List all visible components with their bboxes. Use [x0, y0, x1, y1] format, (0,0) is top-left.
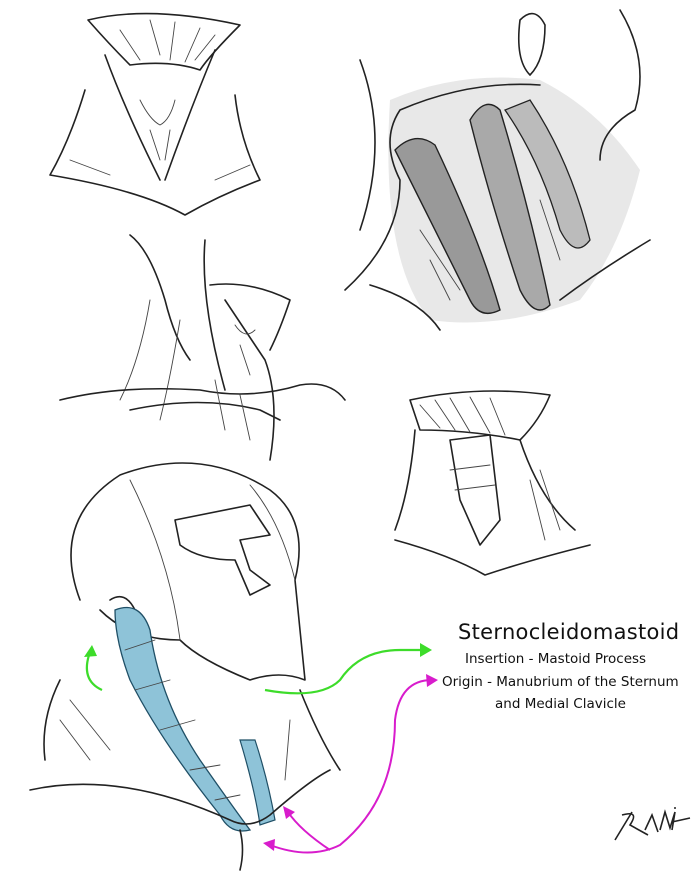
sketch-neck-side-shaded — [344, 9, 651, 331]
scm-muscle-highlight — [114, 606, 252, 832]
insertion-label: Insertion - Mastoid Process — [465, 651, 647, 667]
origin-arrow — [263, 674, 438, 854]
muscle-title: Sternocleidomastoid — [458, 620, 680, 644]
insertion-arrow — [84, 643, 432, 695]
origin-label: Origin - Manubrium of the Sternum — [442, 674, 679, 690]
sketch-neck-turned — [59, 234, 346, 461]
artist-signature — [614, 807, 691, 841]
sketch-neck-looking-up — [394, 390, 591, 576]
origin-label-continued: and Medial Clavicle — [495, 696, 626, 712]
sketch-neck-front-top — [49, 12, 261, 216]
sketch-head-scm — [29, 462, 341, 871]
